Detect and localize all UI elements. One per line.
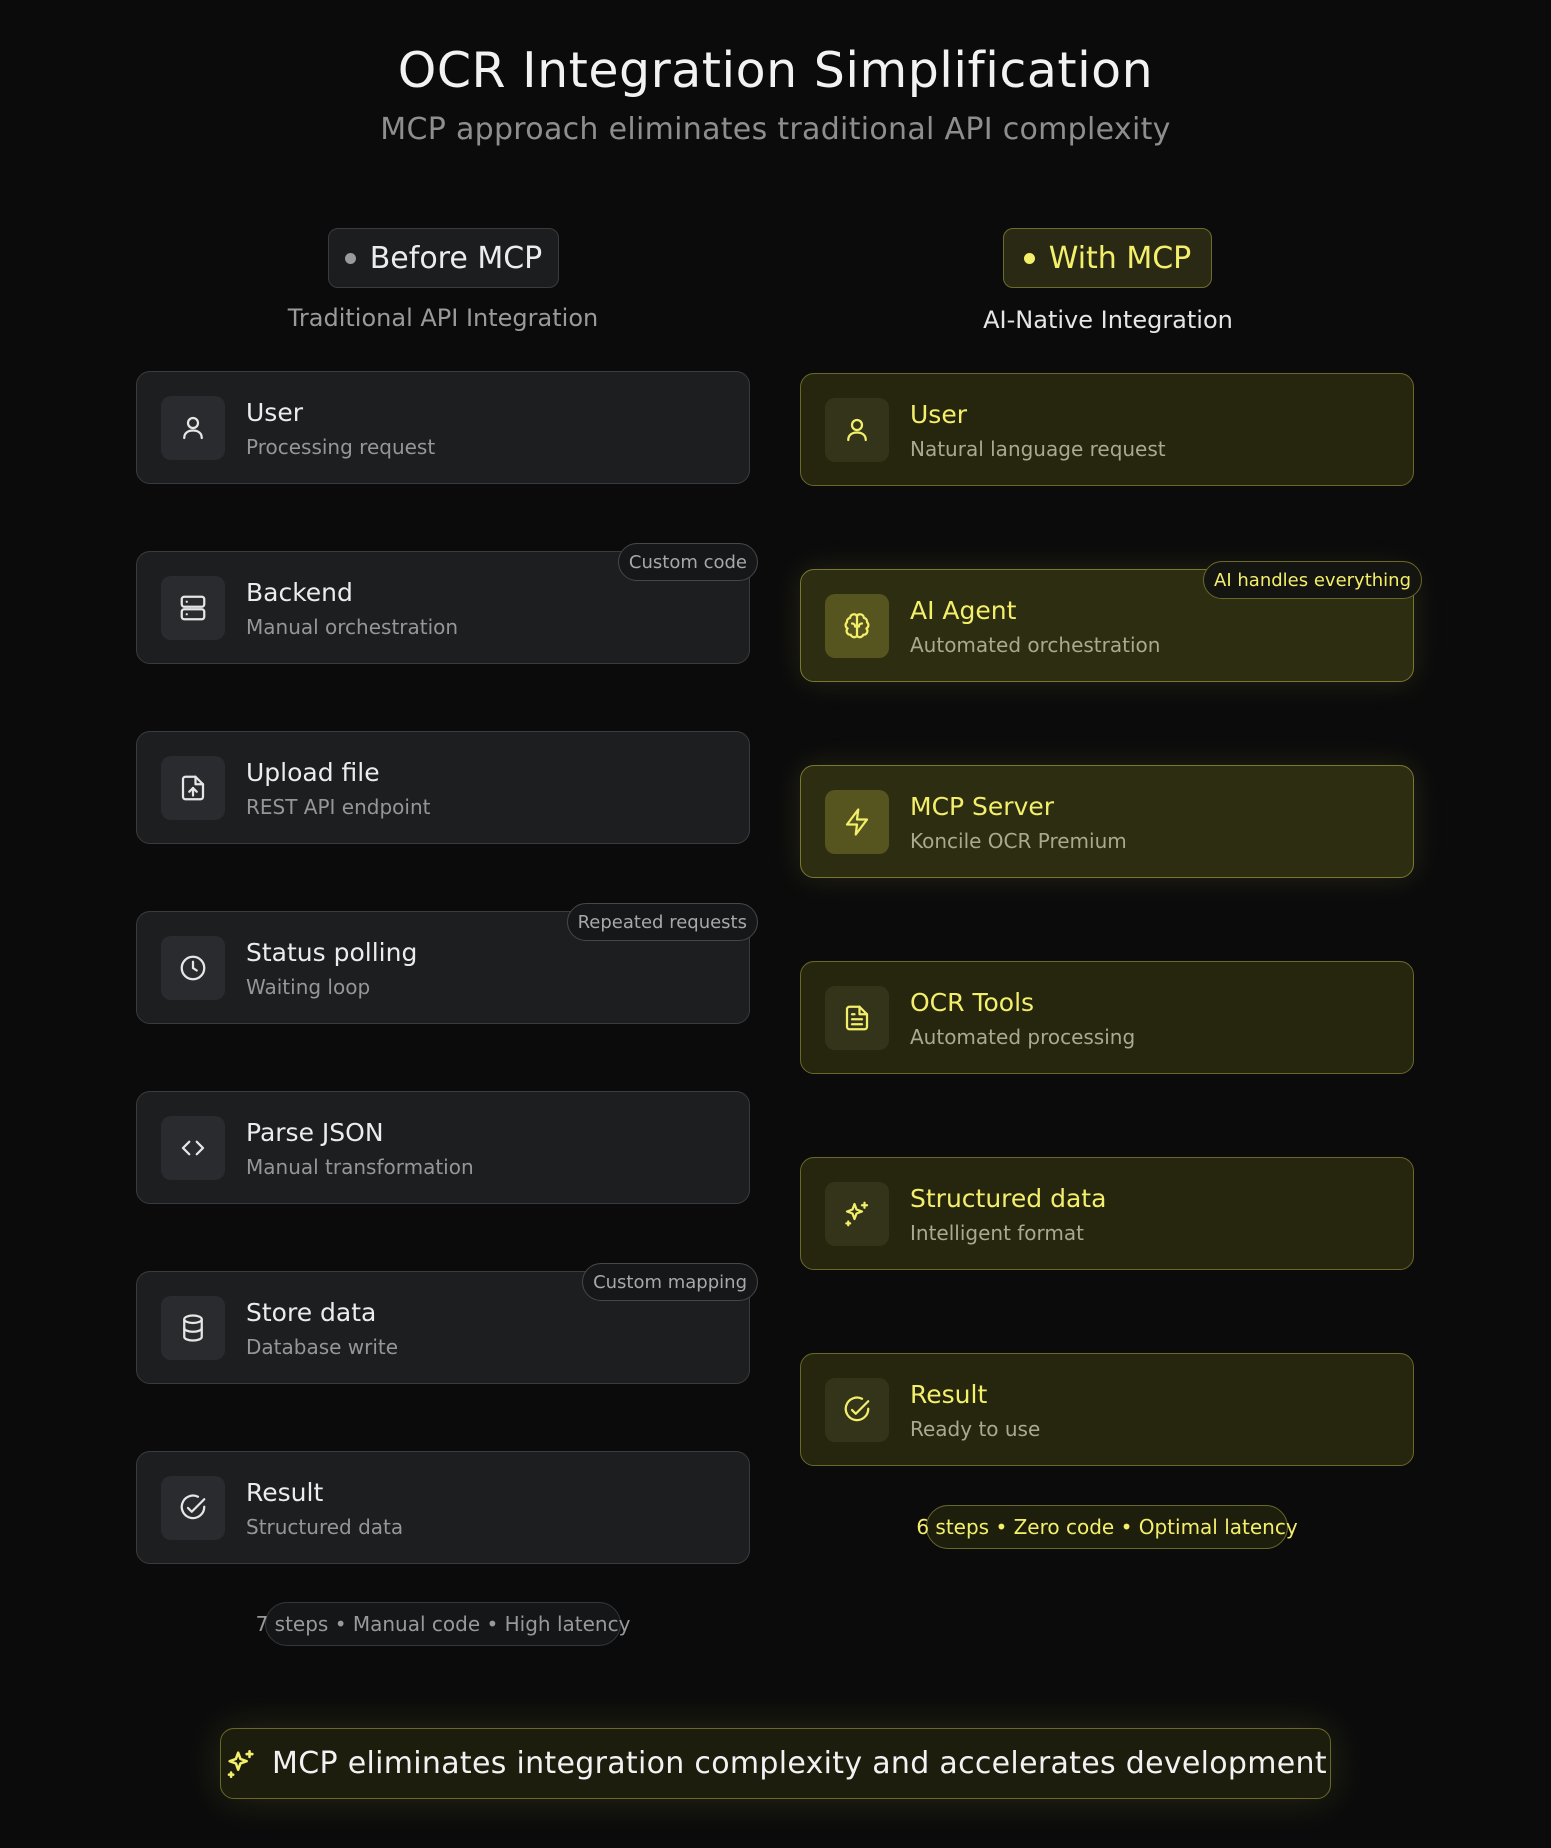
footer-banner: MCP eliminates integration complexity an…: [220, 1728, 1331, 1799]
with-step-user: User Natural language request: [800, 373, 1414, 486]
before-step-store: Store data Database write Custom mapping: [136, 1263, 758, 1384]
with-step-ai-agent: AI Agent Automated orchestration AI hand…: [800, 561, 1422, 682]
step-tag: Custom mapping: [582, 1263, 758, 1301]
step-title: Result: [910, 1380, 988, 1409]
step-title: Backend: [246, 578, 353, 607]
step-tag: Repeated requests: [566, 903, 758, 941]
before-step-polling: Status polling Waiting loop Repeated req…: [136, 903, 758, 1024]
step-title: User: [910, 400, 967, 429]
step-title: AI Agent: [910, 596, 1017, 625]
step-title: User: [246, 398, 303, 427]
file-upload-icon: [161, 756, 225, 820]
step-desc: Waiting loop: [246, 975, 371, 999]
step-title: Upload file: [246, 758, 380, 787]
with-step-ocr-tools: OCR Tools Automated processing: [800, 961, 1414, 1074]
server-icon: [161, 576, 225, 640]
user-icon: [161, 396, 225, 460]
before-step-parse: Parse JSON Manual transformation: [136, 1091, 750, 1204]
step-desc: Intelligent format: [910, 1221, 1084, 1245]
database-icon: [161, 1296, 225, 1360]
step-title: Status polling: [246, 938, 418, 967]
document-icon: [825, 986, 889, 1050]
step-title: Result: [246, 1478, 324, 1507]
step-desc: Natural language request: [910, 437, 1166, 461]
footer-text: MCP eliminates integration complexity an…: [272, 1746, 1327, 1781]
with-mcp-badge: With MCP: [1003, 228, 1212, 288]
step-desc: Automated orchestration: [910, 633, 1161, 657]
page-subtitle: MCP approach eliminates traditional API …: [380, 112, 1171, 147]
before-summary: 7 steps • Manual code • High latency: [256, 1602, 630, 1646]
status-dot-icon: [344, 252, 356, 264]
check-circle-icon: [825, 1378, 889, 1442]
code-icon: [161, 1116, 225, 1180]
step-desc: Manual orchestration: [246, 615, 459, 639]
before-mcp-badge: Before MCP: [328, 228, 559, 288]
with-subtitle: AI-Native Integration: [983, 306, 1233, 334]
step-desc: Database write: [246, 1335, 399, 1359]
step-tag: Custom code: [617, 543, 758, 581]
clock-icon: [161, 936, 225, 1000]
with-step-result: Result Ready to use: [800, 1353, 1414, 1466]
step-title: OCR Tools: [910, 988, 1035, 1017]
with-step-structured-data: Structured data Intelligent format: [800, 1157, 1414, 1270]
before-badge-label: Before MCP: [369, 240, 543, 276]
step-desc: Processing request: [246, 435, 436, 459]
step-tag: AI handles everything: [1203, 561, 1422, 599]
user-icon: [825, 398, 889, 462]
brain-icon: [825, 594, 889, 658]
before-step-result: Result Structured data: [136, 1451, 750, 1564]
before-step-backend: Backend Manual orchestration Custom code: [136, 543, 758, 664]
step-title: Structured data: [910, 1184, 1107, 1213]
with-badge-label: With MCP: [1048, 240, 1192, 276]
step-desc: Ready to use: [910, 1417, 1041, 1441]
step-desc: Structured data: [246, 1515, 404, 1539]
step-desc: REST API endpoint: [246, 795, 431, 819]
before-step-upload: Upload file REST API endpoint: [136, 731, 750, 844]
lightning-icon: [825, 790, 889, 854]
step-desc: Automated processing: [910, 1025, 1136, 1049]
step-title: MCP Server: [910, 792, 1055, 821]
before-subtitle: Traditional API Integration: [287, 304, 599, 332]
status-dot-icon: [1023, 252, 1035, 264]
step-title: Parse JSON: [246, 1118, 384, 1147]
page-title: OCR Integration Simplification: [397, 42, 1154, 99]
sparkles-icon: [227, 1749, 254, 1778]
step-title: Store data: [246, 1298, 377, 1327]
sparkles-icon: [825, 1182, 889, 1246]
step-desc: Manual transformation: [246, 1155, 474, 1179]
check-circle-icon: [161, 1476, 225, 1540]
with-summary: 6 steps • Zero code • Optimal latency: [916, 1505, 1298, 1549]
step-desc: Koncile OCR Premium: [910, 829, 1127, 853]
before-step-user: User Processing request: [136, 371, 750, 484]
with-step-mcp-server: MCP Server Koncile OCR Premium: [800, 765, 1414, 878]
